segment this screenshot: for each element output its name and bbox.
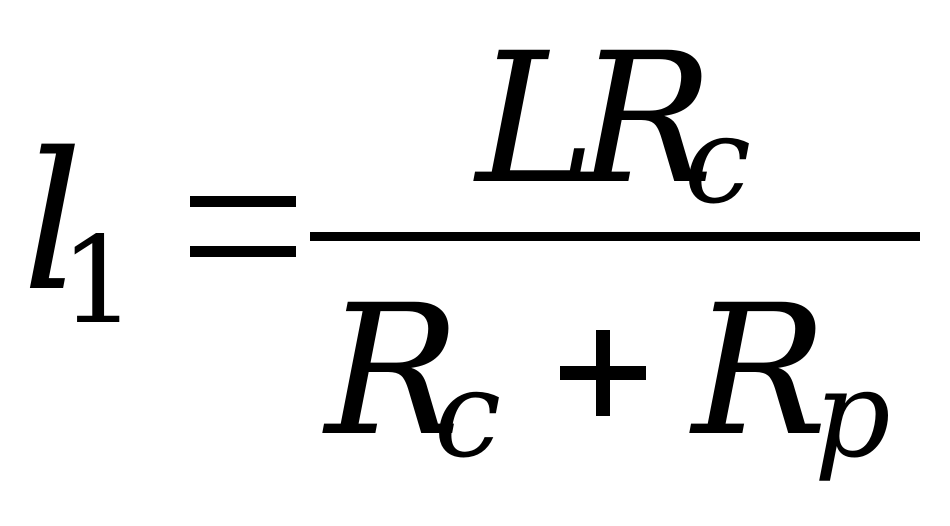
denominator-subscript-p: p bbox=[814, 346, 891, 485]
plus-sign bbox=[560, 330, 646, 416]
equals-bar-top bbox=[190, 196, 296, 207]
denominator-term-1: R bbox=[325, 267, 461, 476]
denominator-subscript-c: c bbox=[434, 346, 502, 485]
numerator-factor-r: R bbox=[578, 15, 714, 224]
fraction-bar bbox=[310, 232, 920, 241]
lhs-subscript: 1 bbox=[60, 212, 137, 351]
plus-vertical bbox=[596, 330, 610, 416]
numerator-factor-l: L bbox=[476, 15, 596, 224]
equals-bar-bottom bbox=[190, 246, 296, 257]
denominator-term-2: R bbox=[692, 267, 828, 476]
lhs-variable: l bbox=[22, 112, 83, 333]
numerator-subscript-c: c bbox=[684, 92, 752, 231]
equals-sign bbox=[190, 196, 296, 258]
